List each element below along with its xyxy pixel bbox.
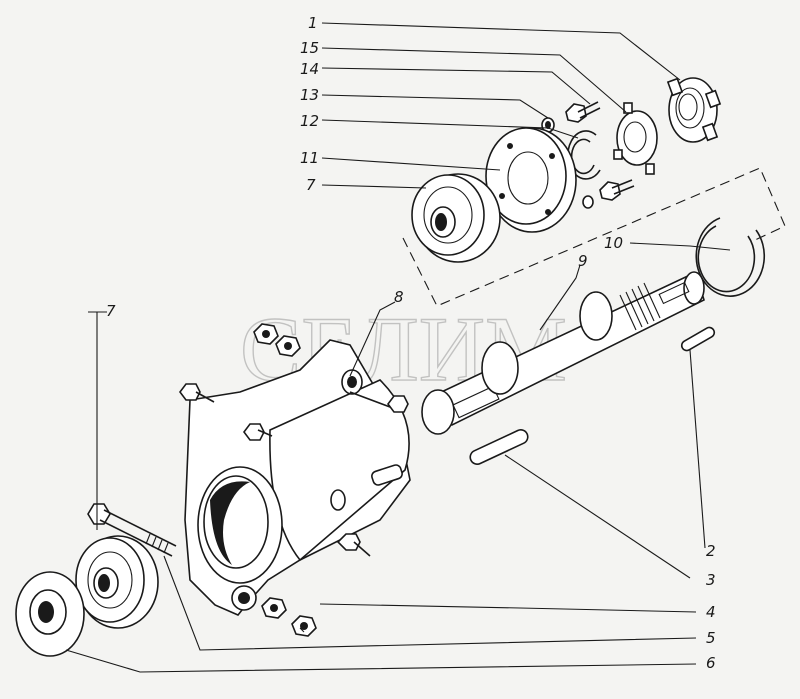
part-6-seal — [15, 571, 85, 657]
callout-2: 2 — [706, 542, 716, 560]
part-1-slotted-nut — [666, 77, 722, 143]
callout-12: 12 — [300, 112, 319, 130]
callout-15: 15 — [300, 39, 319, 57]
part-7-bearing-upper — [411, 173, 501, 263]
callout-11: 11 — [300, 149, 319, 167]
part-2-key — [680, 326, 716, 352]
callout-13: 13 — [300, 86, 319, 104]
callout-5: 5 — [706, 629, 716, 647]
part-3-key — [469, 429, 529, 465]
callout-7-left: 7 — [106, 302, 116, 320]
part-7-bearing-lower — [75, 535, 159, 629]
flange-bolt — [582, 179, 635, 209]
callout-3: 3 — [706, 571, 716, 589]
callout-4: 4 — [706, 603, 716, 621]
housing-studs — [179, 383, 409, 557]
part-5-long-bolt — [87, 503, 177, 557]
callout-10: 10 — [604, 234, 623, 252]
housing-nuts — [253, 323, 301, 357]
part-11-flange-cover — [485, 127, 577, 233]
housing — [184, 339, 411, 616]
callout-7-top: 7 — [306, 176, 316, 194]
part-9-shaft — [421, 271, 705, 435]
part-4-nuts — [261, 597, 317, 637]
callout-8: 8 — [394, 288, 404, 306]
part-10-snap-ring — [695, 217, 766, 297]
part-14-bolt — [565, 101, 601, 123]
callout-6: 6 — [706, 654, 716, 672]
callout-14: 14 — [300, 60, 319, 78]
callout-9: 9 — [578, 252, 588, 270]
subassembly-frame — [402, 167, 786, 307]
leader-lines — [65, 22, 731, 673]
callout-1: 1 — [308, 14, 318, 32]
part-15-lock-washer — [613, 102, 658, 175]
